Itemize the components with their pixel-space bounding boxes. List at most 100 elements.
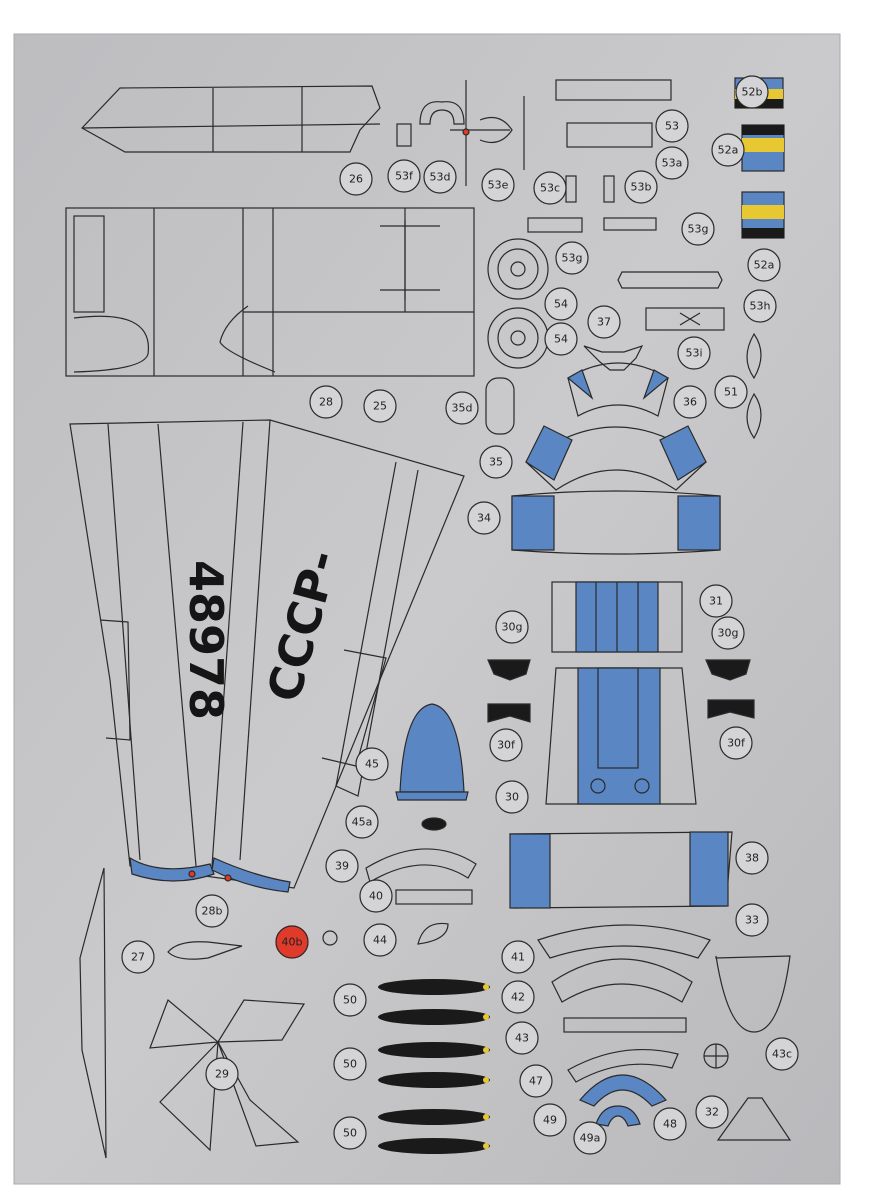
part-label-43c: 43c: [765, 1037, 799, 1071]
part-label-text: 27: [131, 951, 145, 964]
part-label-text: 47: [529, 1075, 543, 1088]
part-label-text: 53g: [688, 223, 709, 236]
part-label-circle: [363, 389, 397, 423]
part-label-text: 53: [665, 120, 679, 133]
part-label-53: 53: [655, 109, 689, 143]
part-label-circle: [653, 1107, 687, 1141]
part-label-circle: [355, 747, 389, 781]
part-label-text: 45: [365, 758, 379, 771]
part-label-circle: [719, 726, 753, 760]
part-label-27: 27: [121, 940, 155, 974]
part-label-circle: [345, 805, 379, 839]
part-label-circle: [363, 923, 397, 957]
part-label-33: 33: [735, 903, 769, 937]
part-label-circle: [359, 879, 393, 913]
part-label-text: 29: [215, 1068, 229, 1081]
part-label-circle: [711, 133, 745, 167]
part-label-circle: [655, 109, 689, 143]
part-label-circle: [495, 610, 529, 644]
part-label-circle: [423, 160, 457, 194]
part-label-text: 53g: [562, 252, 583, 265]
part-label-circle: [501, 940, 535, 974]
part-label-text: 53a: [662, 157, 683, 170]
part-label-53e: 53e: [481, 168, 515, 202]
part-label-circle: [333, 983, 367, 1017]
part-label-30f: 30f: [719, 726, 753, 760]
part-label-40b: 40b: [275, 925, 309, 959]
part-label-text: 43c: [772, 1048, 792, 1061]
part-label-text: 49a: [580, 1132, 601, 1145]
part-label-circle: [495, 780, 529, 814]
part-label-circle: [121, 940, 155, 974]
part-label-circle: [501, 980, 535, 1014]
part-label-circle: [467, 501, 501, 535]
part-label-circle: [339, 162, 373, 196]
part-label-text: 30g: [718, 627, 739, 640]
part-label-53b: 53b: [624, 170, 658, 204]
part-label-text: 31: [709, 595, 723, 608]
part-label-text: 33: [745, 914, 759, 927]
part-label-circle: [624, 170, 658, 204]
part-label-circle: [519, 1064, 553, 1098]
part-label-text: 32: [705, 1106, 719, 1119]
part-33: [715, 955, 791, 1033]
part-label-text: 52b: [742, 86, 763, 99]
part-label-circle: [533, 171, 567, 205]
part-label-54: 54: [544, 287, 578, 321]
part-label-circle: [544, 287, 578, 321]
part-label-circle: [387, 159, 421, 193]
part-label-53i: 53i: [677, 336, 711, 370]
part-label-43: 43: [505, 1021, 539, 1055]
part-label-49a: 49a: [573, 1121, 607, 1155]
part-label-text: 42: [511, 991, 525, 1004]
part-label-50: 50: [333, 1116, 367, 1150]
part-54-wheel-a: [487, 238, 549, 300]
part-label-circle: [711, 616, 745, 650]
part-label-54: 54: [544, 322, 578, 356]
part-label-circle: [735, 841, 769, 875]
part-label-circle: [325, 849, 359, 883]
part-label-52a: 52a: [711, 133, 745, 167]
part-label-text: 34: [477, 512, 491, 525]
part-label-text: 48: [663, 1118, 677, 1131]
wing-registration-number: 48978: [179, 560, 233, 720]
part-label-circle: [445, 391, 479, 425]
part-label-text: 30: [505, 791, 519, 804]
part-26-outline: [81, 85, 381, 153]
part-label-29: 29: [205, 1057, 239, 1091]
part-label-45a: 45a: [345, 805, 379, 839]
part-label-49: 49: [533, 1103, 567, 1137]
part-label-32: 32: [695, 1095, 729, 1129]
part-27-tail: [79, 867, 107, 1159]
part-label-circle: [735, 903, 769, 937]
part-25-outline: [65, 207, 475, 377]
part-label-53h: 53h: [743, 289, 777, 323]
part-label-53d: 53d: [423, 160, 457, 194]
part-label-38: 38: [735, 841, 769, 875]
part-label-53a: 53a: [655, 146, 689, 180]
part-label-50: 50: [333, 983, 367, 1017]
part-label-53g: 53g: [681, 212, 715, 246]
part-label-text: 52a: [754, 259, 775, 272]
part-label-text: 53e: [488, 179, 509, 192]
part-label-41: 41: [501, 940, 535, 974]
part-label-text: 28b: [202, 905, 223, 918]
part-label-text: 38: [745, 852, 759, 865]
part-label-circle: [489, 728, 523, 762]
part-label-30f: 30f: [489, 728, 523, 762]
part-label-30g: 30g: [495, 610, 529, 644]
part-label-circle: [655, 146, 689, 180]
part-label-text: 30f: [497, 739, 516, 752]
part-label-51: 51: [714, 375, 748, 409]
part-label-text: 40b: [282, 936, 303, 949]
part-label-text: 26: [349, 173, 363, 186]
part-label-circle: [681, 212, 715, 246]
part-label-text: 50: [343, 1058, 357, 1071]
part-label-circle: [573, 1121, 607, 1155]
part-label-35d: 35d: [445, 391, 479, 425]
part-label-text: 36: [683, 396, 697, 409]
part-label-text: 52a: [718, 144, 739, 157]
part-label-text: 54: [554, 333, 568, 346]
